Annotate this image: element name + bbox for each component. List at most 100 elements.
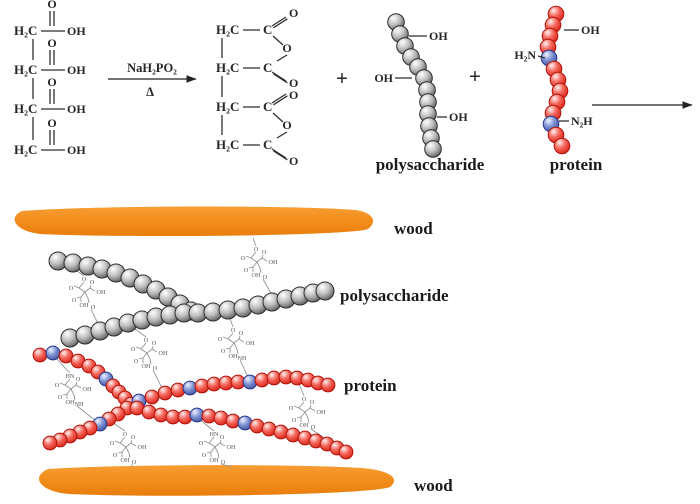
bead (194, 378, 210, 394)
bond-line (140, 348, 148, 354)
poly-oh-label-2: OH (374, 71, 393, 85)
bond-line (250, 257, 258, 263)
atom-label: O (113, 452, 118, 459)
atom-label: O (199, 440, 204, 447)
gray-chain-bottom-2 (60, 303, 194, 348)
bond-line (298, 407, 306, 413)
bead (32, 347, 48, 363)
atom-label: OH (142, 363, 151, 370)
bond-line (130, 439, 133, 444)
protein-n2h-label: N₂H (571, 114, 593, 128)
bond-line (250, 251, 257, 259)
gray-chain-bottom-3 (188, 281, 335, 323)
bond-line (151, 348, 158, 353)
bond-line (128, 452, 131, 459)
h2c-label: H₂C (14, 142, 37, 157)
bond-line (64, 378, 71, 386)
linker-top-label: HN (210, 431, 219, 438)
bond-line (271, 93, 287, 104)
linker-bottom-label: O (221, 459, 226, 466)
bond-line (117, 451, 123, 454)
bead (157, 385, 173, 401)
poly-oh-label-3: OH (449, 110, 468, 124)
bond-line (233, 338, 240, 344)
linker-bottom-label: O (132, 459, 137, 466)
plus-sign-1: + (336, 66, 348, 90)
bond-line (151, 345, 154, 350)
bond-line (272, 35, 284, 46)
atom-label: O (289, 405, 294, 412)
atom-label: OH (138, 444, 147, 451)
bridge-o-label: O (282, 41, 291, 55)
bead (177, 409, 193, 425)
linker-bottom-label: NH (75, 401, 84, 408)
bond-line (273, 18, 288, 29)
atom-label: O (221, 348, 226, 355)
bond-line (66, 388, 72, 395)
atom-label: O (55, 382, 60, 389)
protein-oh-label: OH (581, 23, 600, 37)
linker-top-label: O (302, 396, 307, 403)
red-chain-bottom-3 (42, 400, 135, 451)
atom-label: OH (210, 457, 219, 464)
o-label: O (289, 6, 298, 20)
connector (76, 405, 97, 422)
bond-line (125, 442, 132, 448)
atom-label: O (310, 399, 315, 406)
bond-line (222, 336, 229, 340)
red-chain-bottom-2 (131, 369, 336, 409)
atom-label: OH (227, 444, 236, 451)
reagent-label: NaH₂PO₂ (127, 61, 177, 75)
bond-line (75, 381, 78, 386)
bond-line (300, 411, 306, 418)
bond-line (307, 417, 310, 424)
atom-label: OH (159, 350, 168, 357)
carbonyl-o-label: O (47, 36, 56, 50)
bond-line (146, 352, 151, 360)
atom-label: O (244, 267, 249, 274)
bond-line (73, 394, 76, 401)
bond-line (238, 335, 241, 340)
bond-line (233, 342, 238, 350)
blue-bead (45, 345, 61, 361)
bond-line (293, 405, 300, 409)
bead (201, 408, 217, 424)
atom-label: O (262, 249, 267, 256)
bond-line (252, 261, 258, 268)
bond-line (245, 255, 252, 259)
linker-top-label: HN (66, 373, 75, 380)
bond-line (273, 95, 288, 106)
wood-slab-top (14, 206, 374, 237)
atom-label: OH (300, 422, 309, 429)
bond-line (309, 407, 316, 412)
o-label: O (289, 76, 298, 90)
h2c-label: H₂C (14, 23, 37, 38)
bond-line (59, 382, 66, 386)
bond-line (119, 436, 126, 444)
delta-label: Δ (146, 85, 154, 99)
bond-line (219, 439, 222, 444)
connector (220, 463, 233, 468)
bond-line (208, 436, 215, 444)
c-label: C (263, 99, 272, 114)
bond-line (217, 452, 220, 459)
o-label: O (289, 88, 298, 102)
h2c-label: H₂C (216, 60, 239, 75)
bond-line (273, 73, 288, 84)
atom-label: O (152, 340, 157, 347)
atom-label: OH (121, 457, 130, 464)
polysaccharide-caption-bottom: polysaccharide (340, 286, 449, 305)
bead (42, 435, 58, 451)
red-chain-bottom-4 (129, 400, 354, 460)
bond-line (298, 401, 305, 409)
atom-label: O (131, 346, 136, 353)
protein-caption-bottom: protein (344, 376, 397, 395)
o-label: O (289, 154, 298, 168)
